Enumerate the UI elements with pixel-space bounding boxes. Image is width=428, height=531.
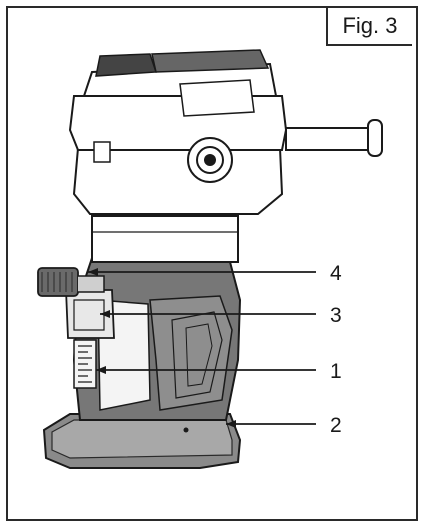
depth-adjustment-knob — [37, 267, 105, 297]
callout-3: 3 — [330, 304, 342, 327]
callout-1: 1 — [330, 360, 342, 383]
depth-scale — [73, 339, 97, 389]
callout-leaders — [88, 268, 316, 428]
handle-knob — [187, 137, 233, 183]
side-handle — [285, 119, 383, 157]
motor-collar — [91, 215, 239, 263]
callout-4: 4 — [330, 262, 342, 285]
figure-frame — [6, 6, 418, 521]
router-base-housing — [72, 256, 242, 433]
motor-housing — [68, 49, 288, 215]
base-plate — [42, 413, 242, 469]
callout-2: 2 — [330, 414, 342, 437]
figure-label: Fig. 3 — [326, 8, 412, 46]
